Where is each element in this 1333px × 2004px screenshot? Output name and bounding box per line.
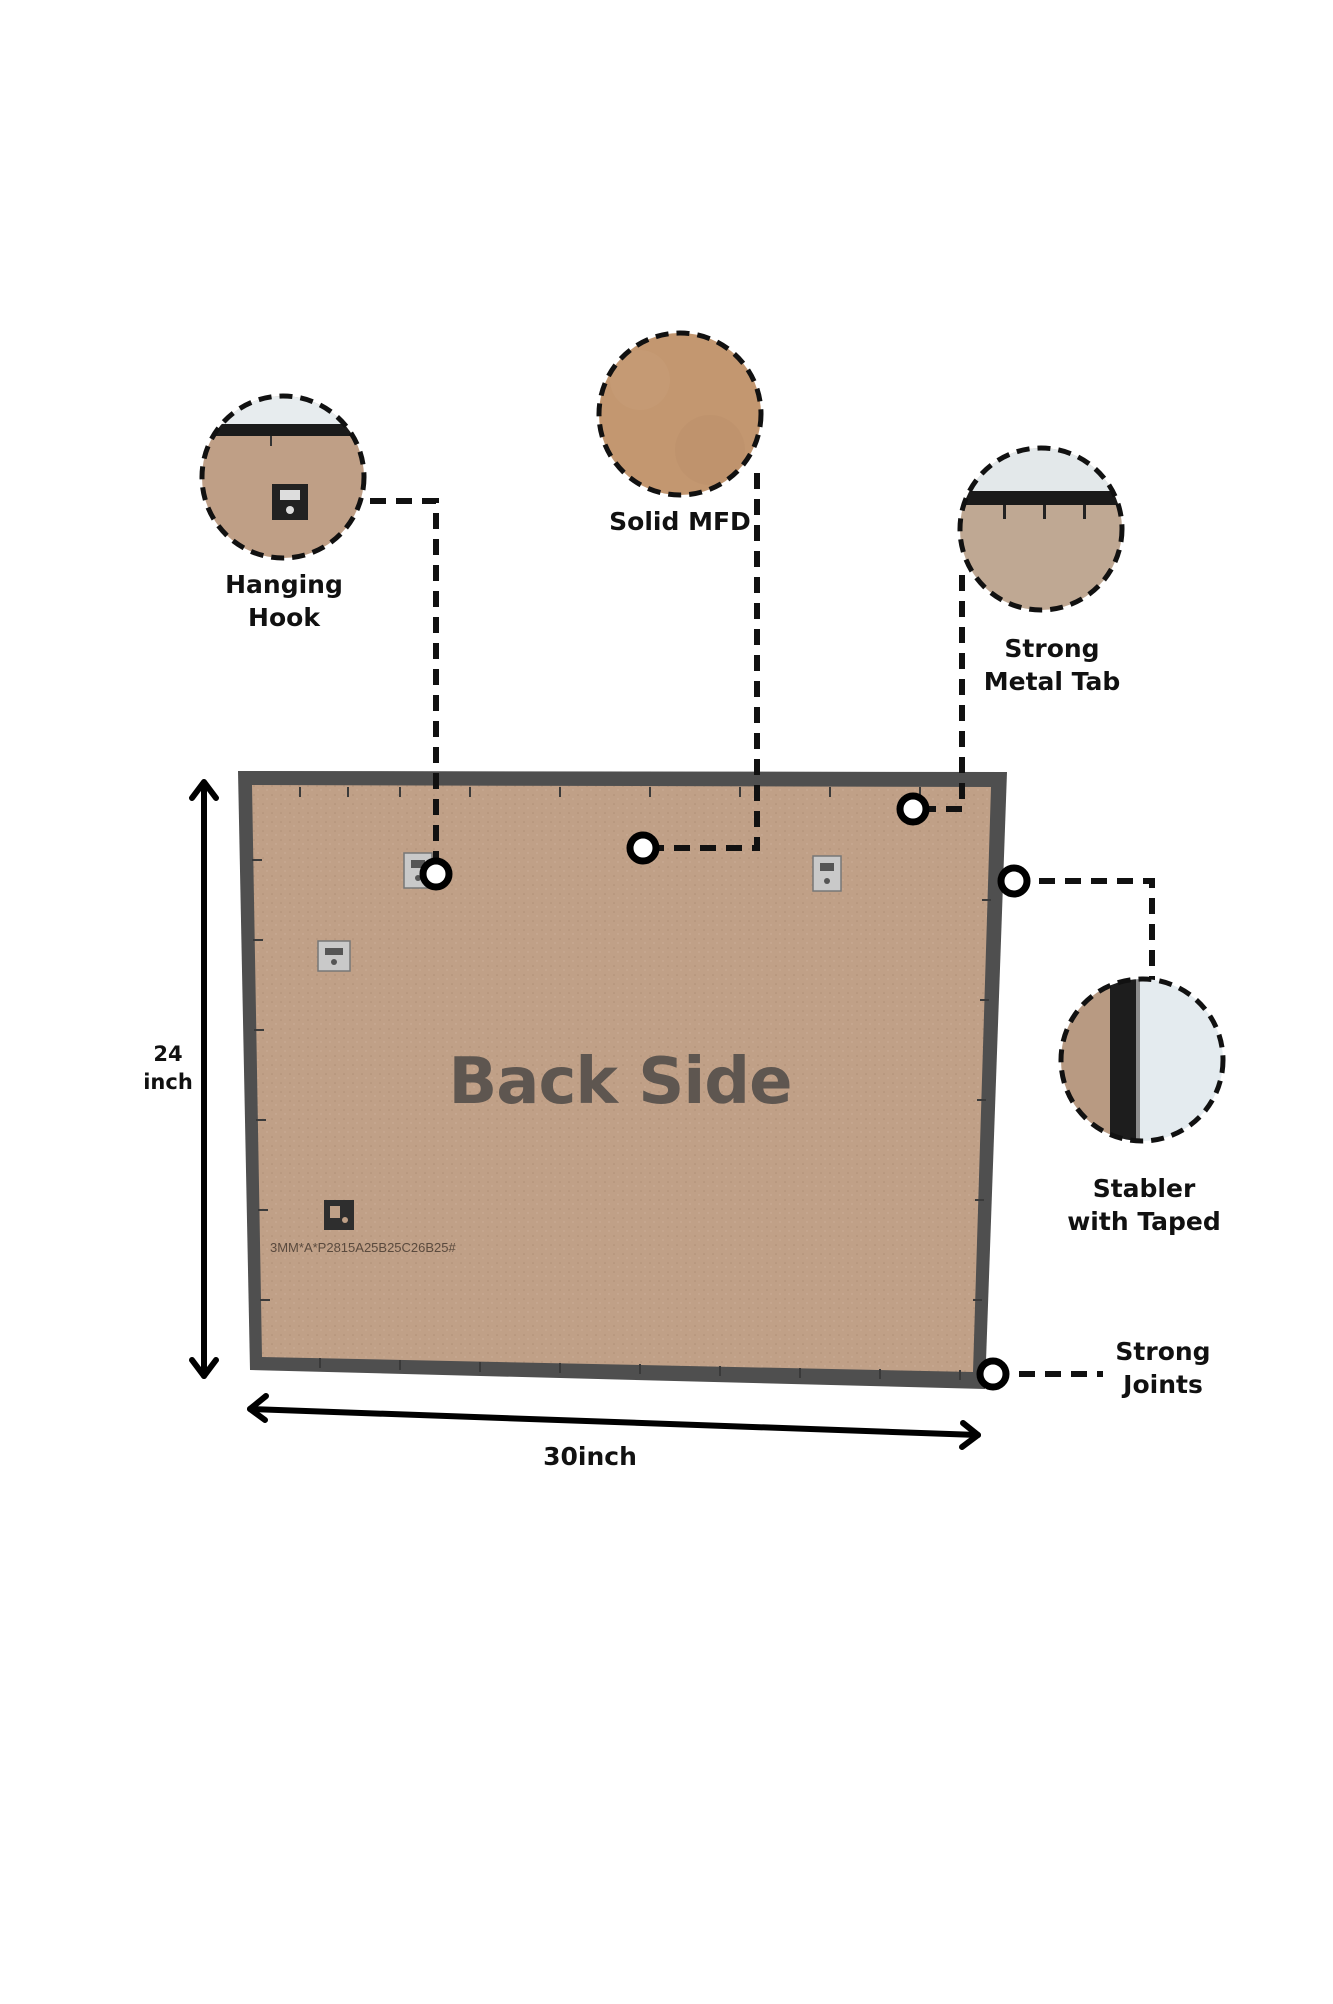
height-arrow [189, 779, 219, 1379]
point-joints [976, 1357, 1010, 1391]
leader-solid-mfd [645, 473, 760, 851]
frame-edge-staples [252, 787, 991, 1380]
hanging-hook-icon [324, 1200, 354, 1230]
back-side-title: Back Side [448, 1045, 793, 1119]
leader-metal-tab [915, 575, 965, 812]
stabler-icon [1110, 979, 1140, 1141]
zoom-metal-tab [957, 445, 1125, 613]
point-solid-mfd [626, 831, 660, 865]
point-metal-tab [896, 792, 930, 826]
leader-stabler [1013, 878, 1155, 985]
callout-points [419, 792, 1031, 1391]
leader-hanging-hook [370, 498, 439, 874]
zoom-solid-mfd [596, 330, 764, 498]
leader-lines [370, 473, 1155, 1377]
label-width: 30inch [543, 1442, 637, 1471]
point-hanging-hook [419, 857, 453, 891]
metal-tab-icon [1003, 505, 1086, 519]
point-stabler [997, 864, 1031, 898]
backing-board [252, 785, 991, 1372]
picture-frame [238, 771, 1007, 1389]
board-code: 3MM*A*P2815A25B25C26B25# [270, 1240, 456, 1255]
sawtooth-hanger-icon [812, 855, 842, 892]
sawtooth-hanger-icon [317, 940, 351, 972]
width-arrow [247, 1393, 981, 1450]
zoom-hanging-hook [199, 393, 367, 561]
label-solid-mfd: Solid MFD [609, 507, 751, 536]
zoom-stabler [1058, 976, 1226, 1144]
hanging-hook-icon [272, 484, 308, 520]
